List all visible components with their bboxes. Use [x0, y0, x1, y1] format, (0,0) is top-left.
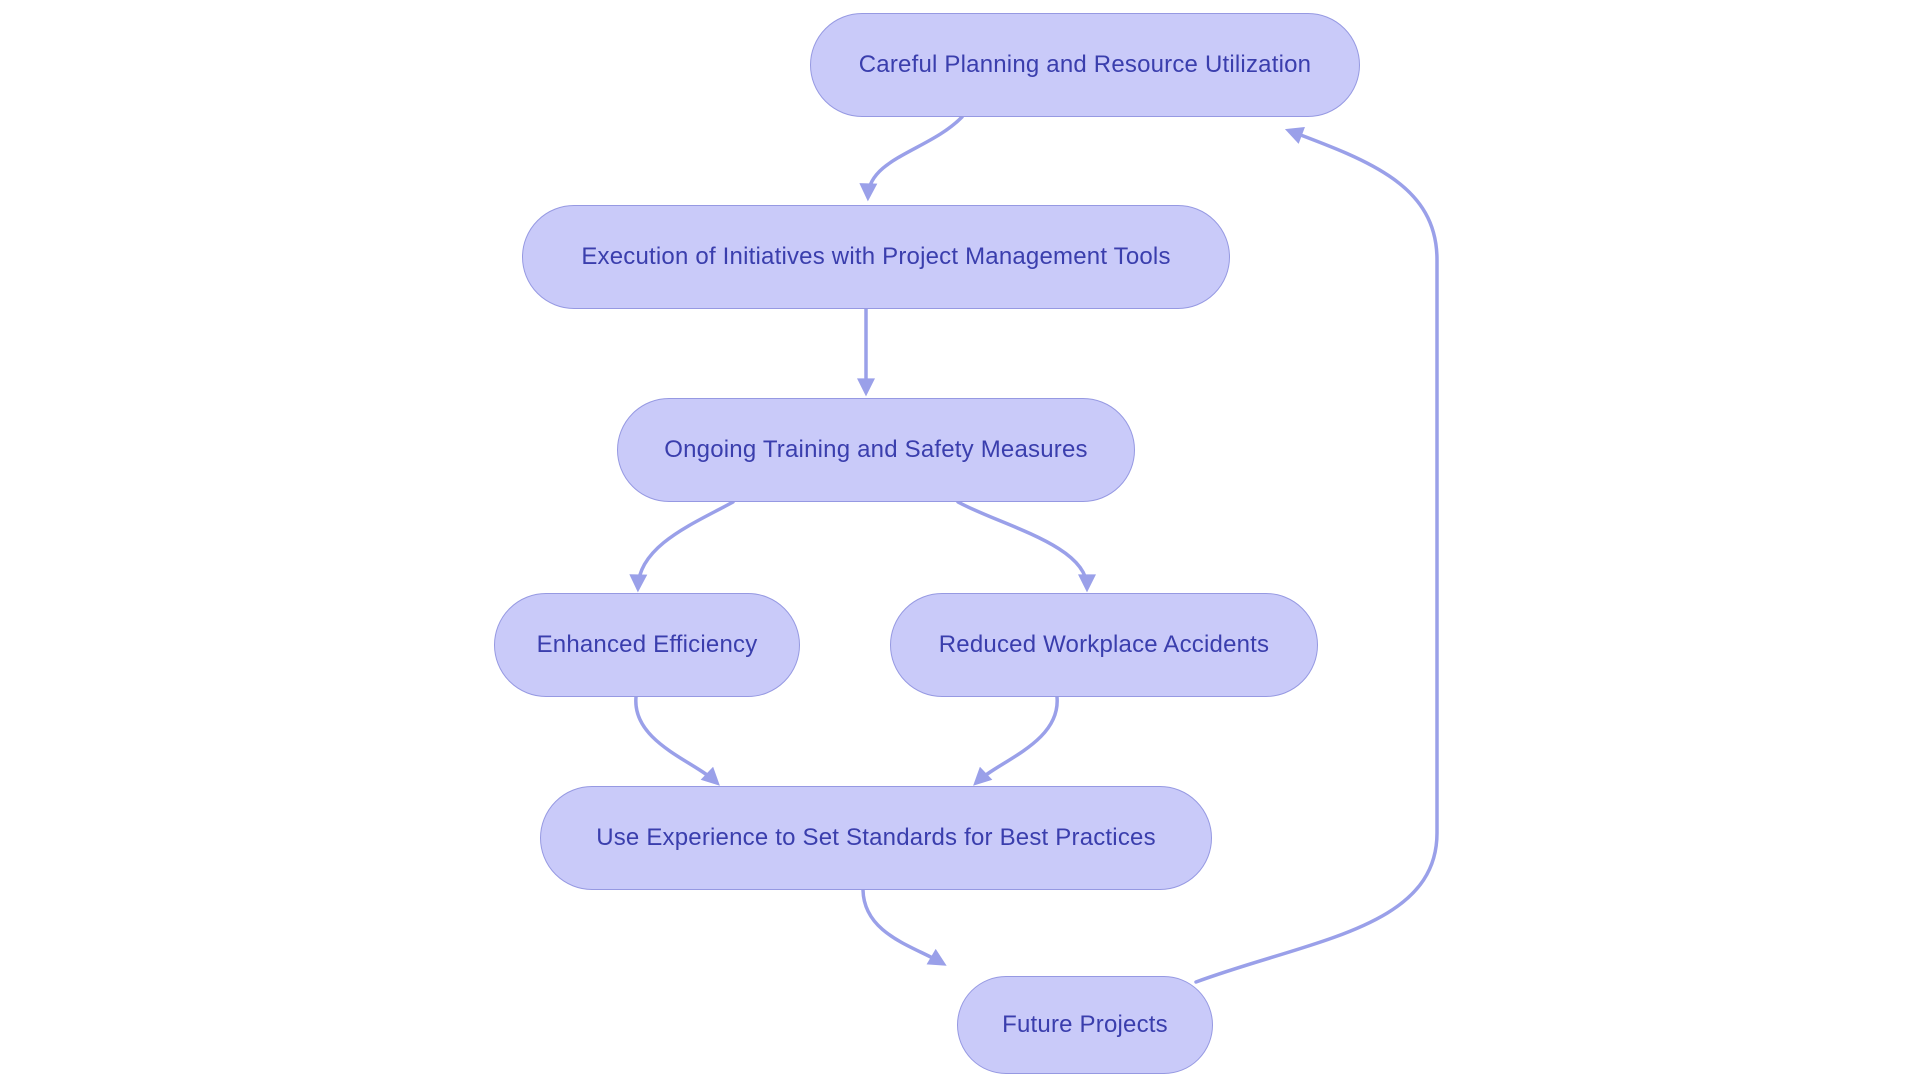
edge-efficiency-to-standards	[634, 695, 720, 786]
node-training: Ongoing Training and Safety Measures	[617, 398, 1135, 502]
node-execution: Execution of Initiatives with Project Ma…	[522, 205, 1230, 309]
node-efficiency: Enhanced Efficiency	[494, 593, 800, 697]
edge-training-to-accidents	[956, 500, 1096, 593]
node-standards: Use Experience to Set Standards for Best…	[540, 786, 1212, 890]
edge-future-to-planning-loop	[1194, 126, 1439, 984]
edge-accidents-to-standards	[973, 695, 1059, 786]
edge-training-to-efficiency	[629, 500, 735, 593]
node-future: Future Projects	[957, 976, 1213, 1074]
node-accidents: Reduced Workplace Accidents	[890, 593, 1318, 697]
node-planning: Careful Planning and Resource Utilizatio…	[810, 13, 1360, 117]
edge-planning-to-execution	[859, 115, 964, 202]
edge-standards-to-future	[861, 888, 947, 966]
